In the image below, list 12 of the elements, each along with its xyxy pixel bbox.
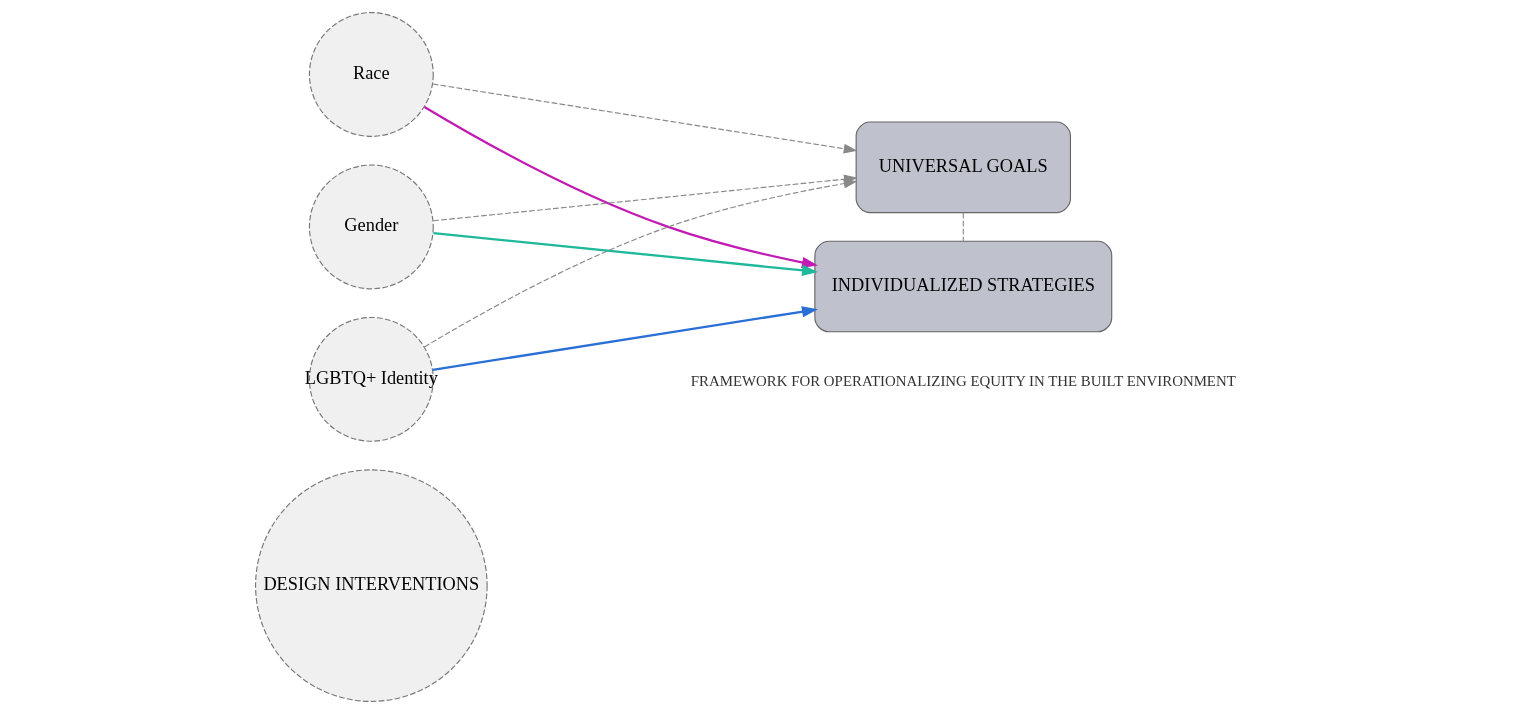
node-circle: Race [308,12,434,137]
arrow [432,306,819,371]
node-circle: DESIGN INTERVENTIONS [255,469,488,702]
connector [962,212,964,242]
node-box: INDIVIDUALIZED STRATEGIES [814,240,1113,333]
arrow [423,178,858,348]
node-circle: Gender [308,164,434,290]
node-box: UNIVERSAL GOALS [855,121,1072,214]
arrow [433,231,819,276]
label: FRAMEWORK FOR OPERATIONALIZING EQUITY IN THE BUILT ENVIRONMENT [690,372,1236,389]
arrow [423,105,818,268]
arrow [432,83,858,154]
